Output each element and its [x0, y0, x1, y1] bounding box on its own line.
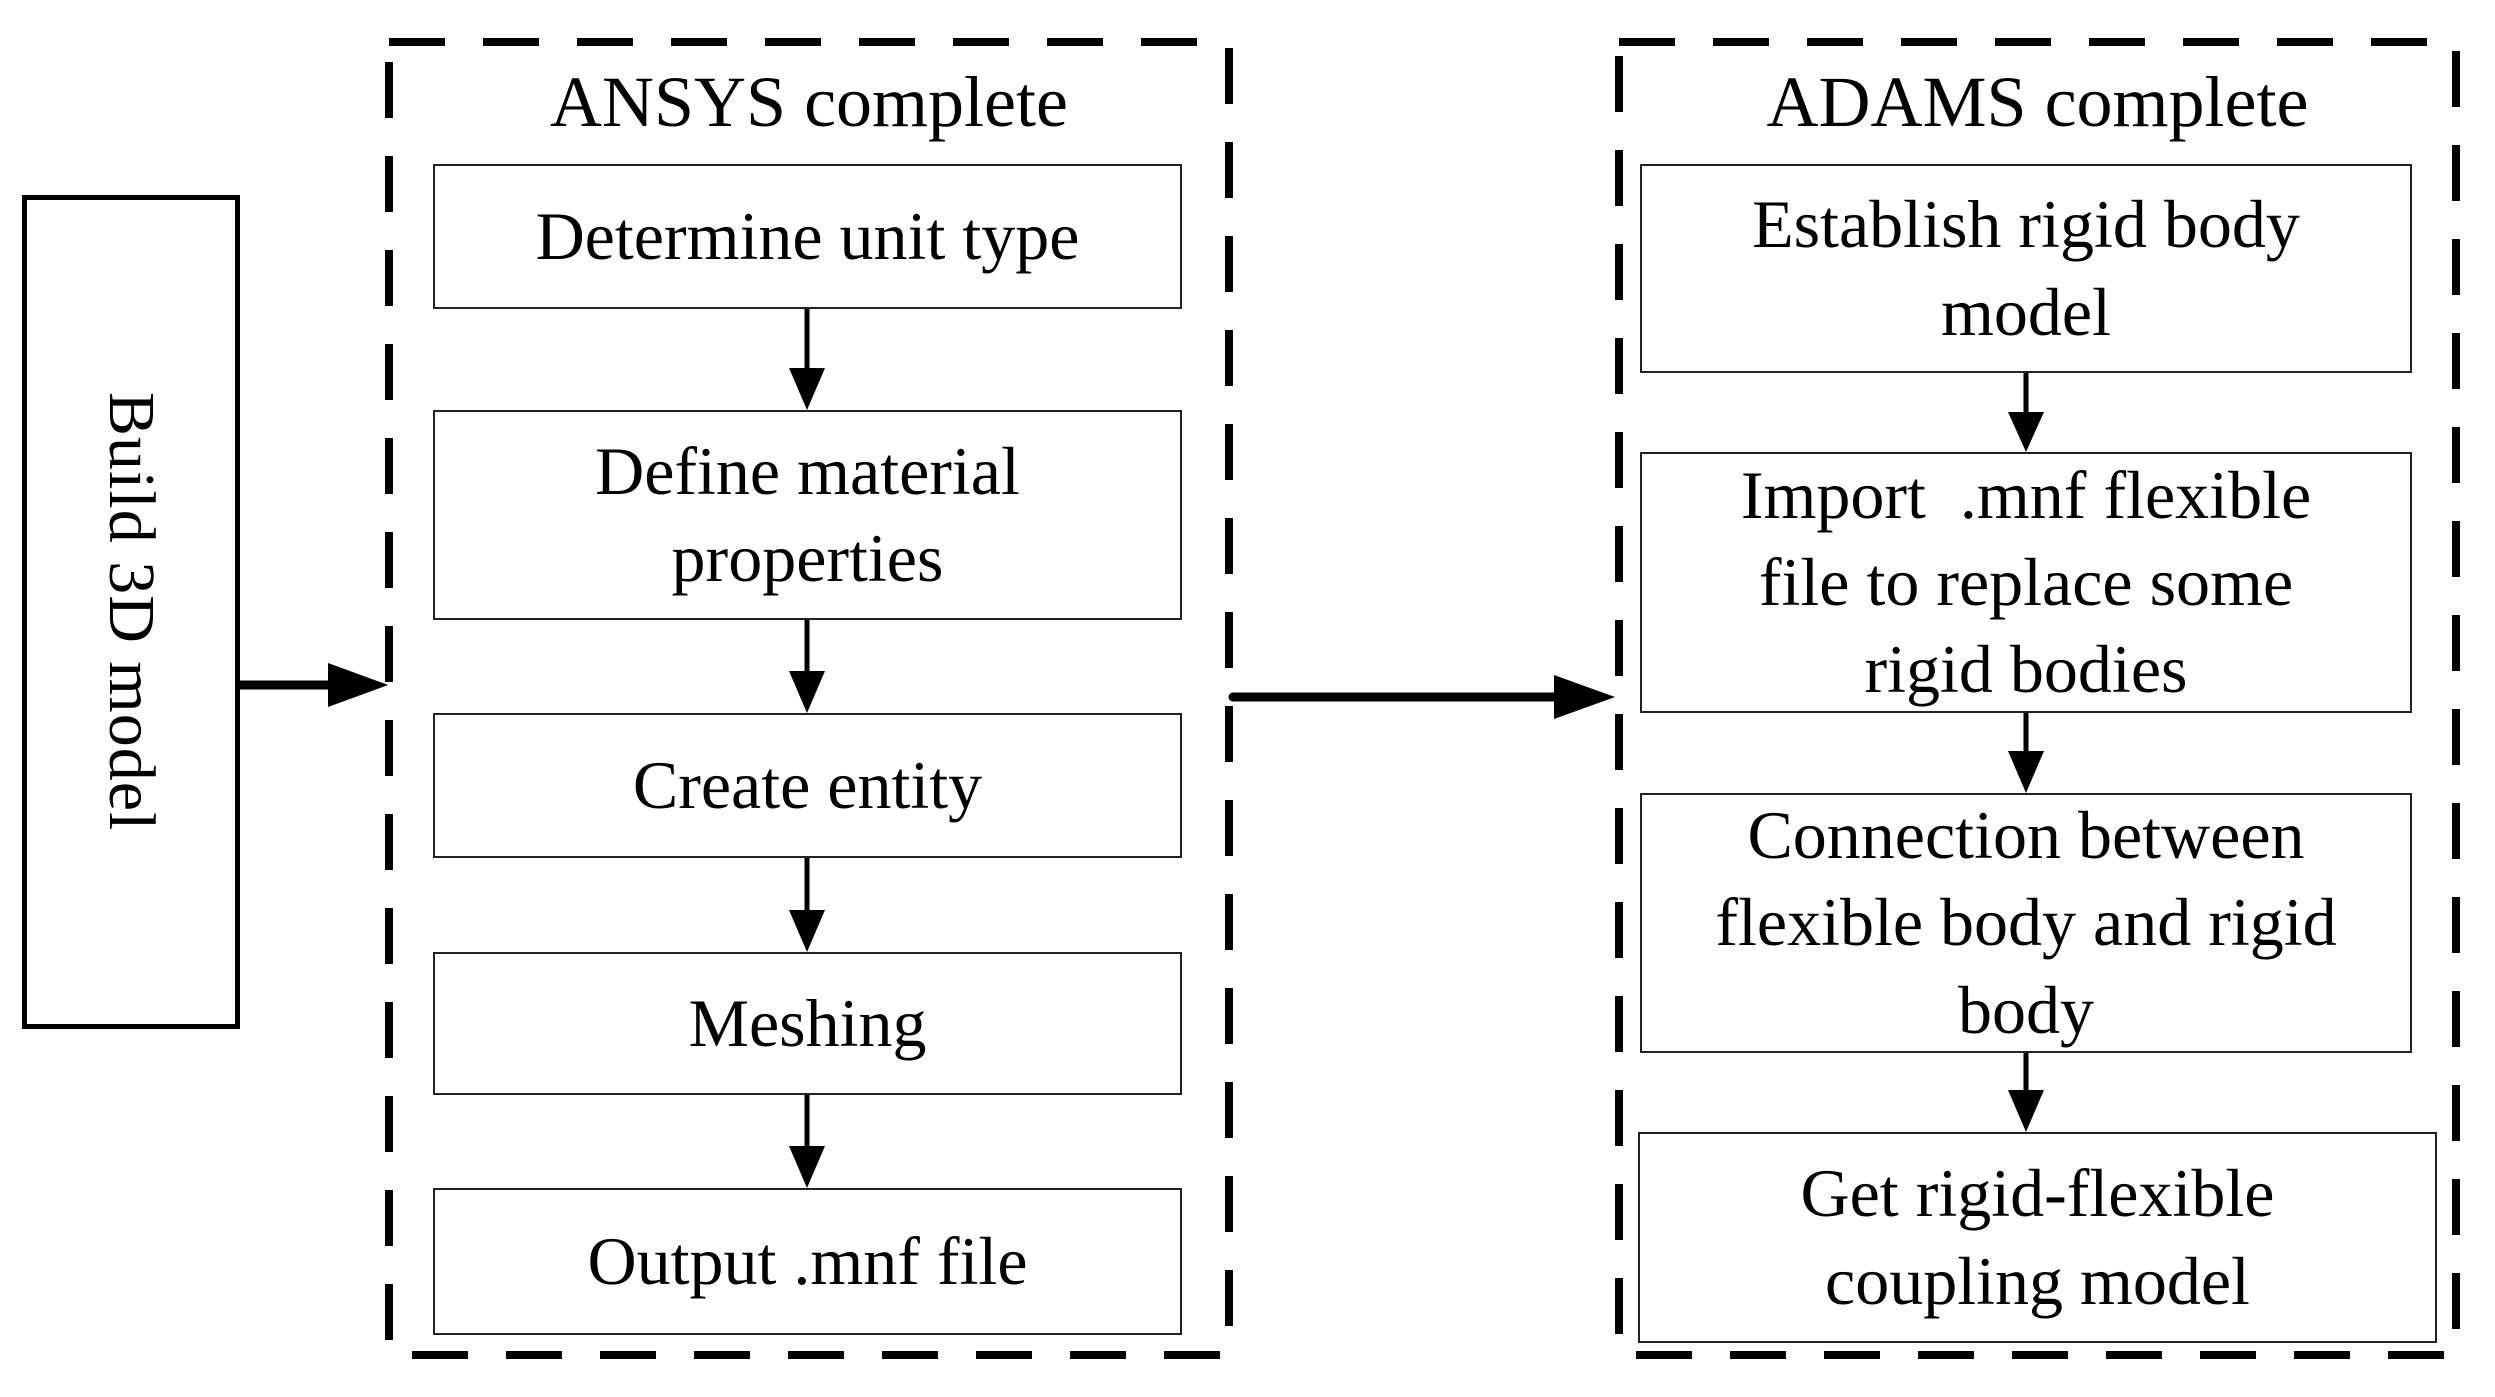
arrow-build-to-ansys-icon	[231, 663, 388, 707]
adams-step-import-mnf-flexible-file: Import .mnf flexible file to replace som…	[1640, 452, 2412, 713]
adams-container-border	[1615, 38, 2460, 1359]
ansys-step-determine-unit-type: Determine unit type	[433, 164, 1182, 309]
arrow-adams-step1-step2-icon	[2008, 373, 2044, 452]
step-label: Import .mnf flexible file to replace som…	[1740, 456, 2312, 708]
ansys-container-border	[385, 38, 1233, 1359]
step-label: Output .mnf file	[587, 1222, 1028, 1299]
arrow-adams-step3-step4-icon	[2008, 1053, 2044, 1132]
build-3d-model-box: Build 3D model	[22, 195, 240, 1029]
adams-step-connection-flexible-rigid: Connection between flexible body and rig…	[1640, 793, 2412, 1053]
arrow-ansys-step4-step5-icon	[789, 1095, 825, 1188]
adams-title: ADAMS complete	[1766, 62, 2309, 142]
step-label: Determine unit type	[535, 197, 1080, 274]
ansys-step-output-mnf-file: Output .mnf file	[433, 1188, 1182, 1335]
step-label: Meshing	[688, 984, 927, 1061]
adams-step-establish-rigid-body-model: Establish rigid body model	[1640, 164, 2412, 373]
step-label: Define material properties	[595, 432, 1020, 596]
ansys-title: ANSYS complete	[550, 62, 1068, 142]
step-label: Create entity	[632, 746, 983, 823]
arrow-ansys-step2-step3-icon	[789, 620, 825, 713]
step-label: Connection between flexible body and rig…	[1715, 797, 2337, 1048]
ansys-step-define-material-properties: Define material properties	[433, 410, 1182, 620]
build-3d-model-label: Build 3D model	[95, 392, 168, 832]
arrow-ansys-to-adams-icon	[1228, 675, 1615, 719]
arrow-ansys-step3-step4-icon	[789, 858, 825, 952]
arrow-adams-step2-step3-icon	[2008, 713, 2044, 793]
step-label: Establish rigid body model	[1752, 186, 2300, 350]
ansys-step-create-entity: Create entity	[433, 713, 1182, 858]
step-label: Get rigid-flexible coupling model	[1800, 1155, 2275, 1319]
adams-step-get-rigid-flexible-coupling-model: Get rigid-flexible coupling model	[1638, 1132, 2437, 1343]
arrow-ansys-step1-step2-icon	[789, 308, 825, 410]
ansys-step-meshing: Meshing	[433, 952, 1182, 1095]
